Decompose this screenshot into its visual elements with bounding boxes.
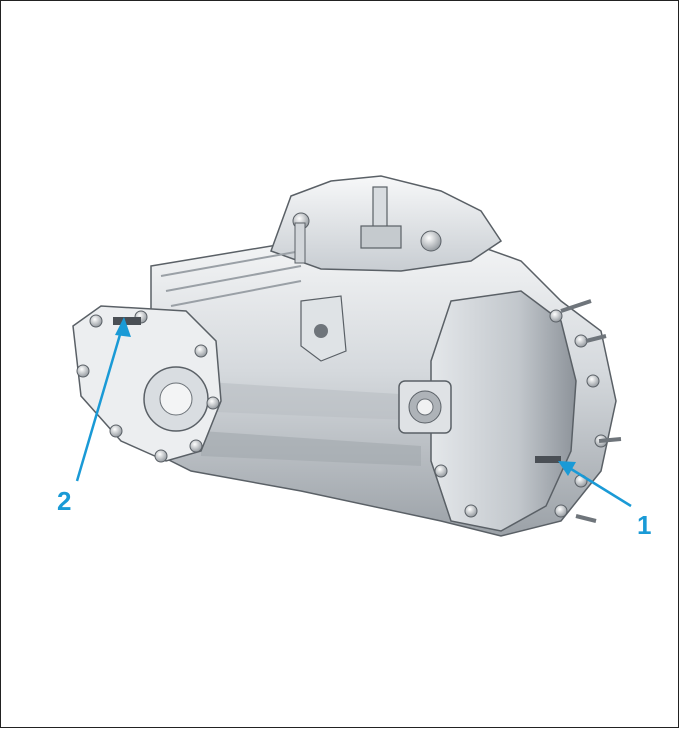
bell-housing (398, 290, 622, 532)
callout-label-2: 2 (57, 486, 72, 516)
callout-leader-1 (558, 461, 632, 508)
callout-label-1: 1 (637, 510, 652, 540)
end-cover (72, 305, 222, 463)
callout-leader-2 (75, 317, 131, 482)
